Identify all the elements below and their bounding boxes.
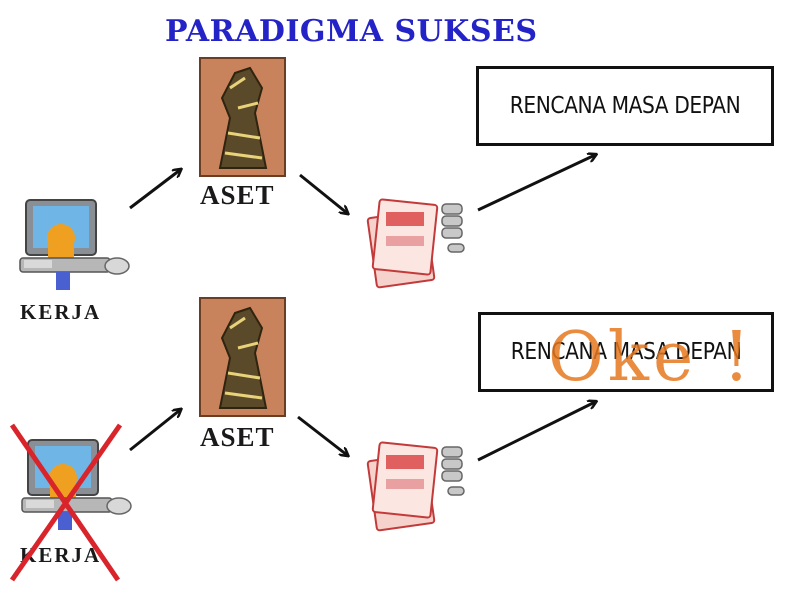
kerja-label: KERJA — [20, 543, 102, 567]
arrow-icon — [129, 170, 180, 210]
diagram-title: PARADIGMA SUKSES — [165, 14, 538, 49]
arrow-icon — [477, 402, 595, 462]
goal-box: RENCANA MASA DEPAN — [478, 312, 774, 392]
arrow-icon — [129, 410, 180, 452]
money-coins-icon — [366, 441, 465, 532]
asset-statue-icon — [199, 57, 286, 177]
goal-label: RENCANA MASA DEPAN — [509, 93, 741, 119]
arrow-icon — [477, 155, 595, 212]
arrow-icon — [299, 173, 347, 213]
aset-label: ASET — [200, 180, 275, 210]
arrow-icon — [297, 415, 347, 455]
asset-statue-icon — [199, 297, 286, 417]
computer-worker-icon — [21, 439, 132, 530]
oke-overlay: Oke ! — [548, 318, 755, 397]
goal-label: RENCANA MASA DEPAN — [510, 339, 742, 365]
aset-label: ASET — [200, 422, 275, 452]
money-coins-icon — [366, 198, 465, 289]
computer-worker-icon — [19, 199, 130, 290]
kerja-label: KERJA — [20, 300, 102, 324]
goal-box: RENCANA MASA DEPAN — [476, 66, 774, 146]
